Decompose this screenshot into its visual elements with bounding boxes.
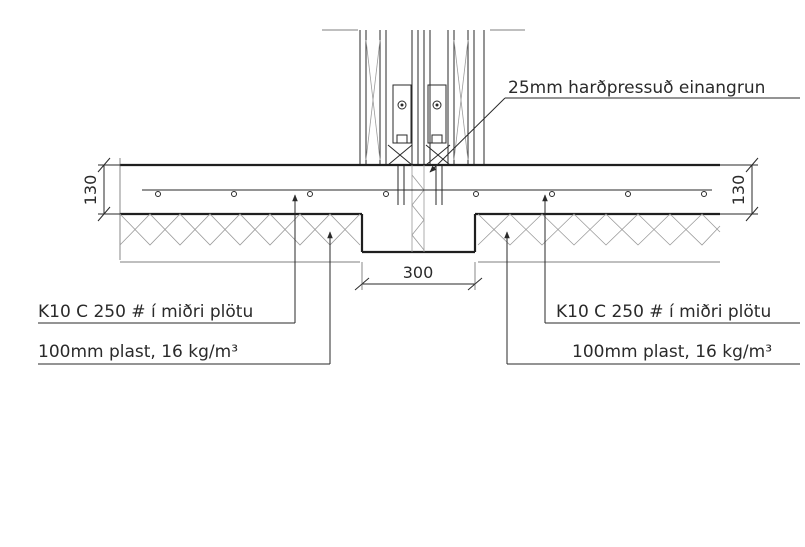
dimension-footing-label: 300 [403,263,434,282]
label-plastic-left: 100mm plast, 16 kg/m³ [38,342,238,362]
dimension-slab-right-label: 130 [729,175,748,206]
dimension-slab-left-label: 130 [81,175,100,206]
label-rebar-left: K10 C 250 # í miðri plötu [38,302,253,322]
wall-section [322,29,525,165]
leader-plastic-left: 100mm plast, 16 kg/m³ [38,231,333,365]
leader-insulation: 25mm harðpressuð einangrun [429,78,800,173]
concrete-slab [119,158,720,260]
label-plastic-right: 100mm plast, 16 kg/m³ [572,342,772,362]
reinforcement [142,189,712,197]
anchor-brackets [387,84,451,205]
insulation-below [119,213,721,263]
dimension-slab-left: 130 [81,157,120,222]
leader-rebar-right: K10 C 250 # í miðri plötu [542,194,800,324]
dimension-slab-right: 130 [720,157,759,222]
joint-insulation [411,165,425,252]
leader-plastic-right: 100mm plast, 16 kg/m³ [504,231,800,365]
label-rebar-right: K10 C 250 # í miðri plötu [556,302,771,322]
leader-rebar-left: K10 C 250 # í miðri plötu [38,194,298,324]
dimension-footing: 300 [354,262,483,291]
label-insulation: 25mm harðpressuð einangrun [508,78,765,98]
